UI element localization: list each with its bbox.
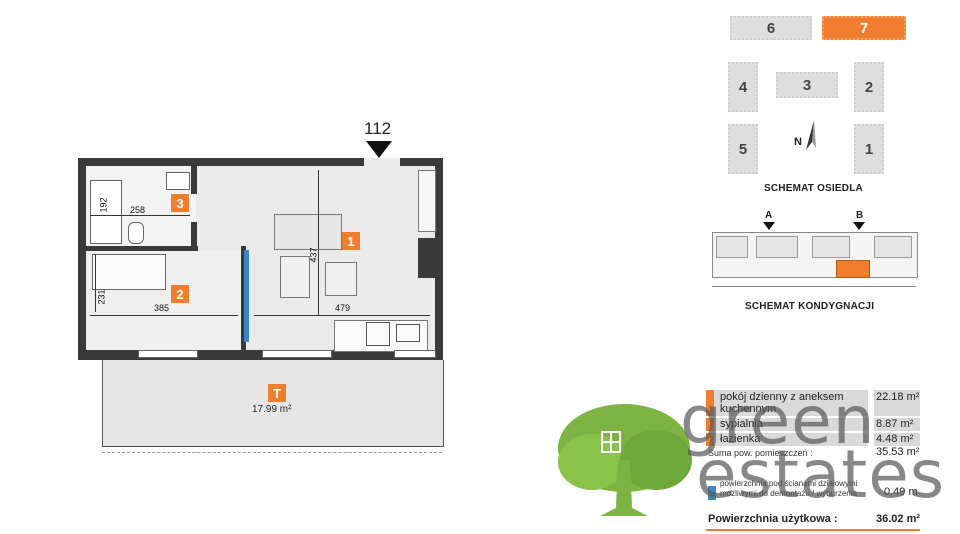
logo-line-estates: estates (696, 436, 946, 513)
entrance-arrow-icon (366, 141, 392, 158)
walls-swatch (708, 486, 716, 500)
estate-schema-caption: SCHEMAT OSIEDLA (764, 183, 863, 194)
building-3: 3 (776, 72, 838, 98)
marker-a-arrow-icon (763, 222, 775, 230)
building-7-highlight: 7 (822, 16, 906, 40)
room-area: 4.48 m² (876, 433, 914, 445)
bed (92, 254, 166, 290)
building-4: 4 (728, 62, 758, 112)
marker-b-arrow-icon (853, 222, 865, 230)
sofa (274, 214, 342, 250)
apartment-highlight (836, 260, 870, 278)
dim-437: 437 (308, 247, 319, 263)
walls-note: powierzchnia pod ścianami działowymi moż… (720, 479, 858, 498)
sum-label: Suma pow. pomieszczeń : (708, 448, 813, 458)
bathtub (90, 180, 122, 244)
table-row: sypialnia 8.87 m² (706, 418, 920, 431)
floor-plan (78, 158, 448, 463)
building-5: 5 (728, 124, 758, 174)
building-1: 1 (854, 124, 884, 174)
toilet (128, 222, 144, 244)
dim-258: 258 (130, 205, 146, 215)
room-badge-2: 2 (171, 285, 189, 303)
terrace-area: 17.99 m² (252, 404, 292, 415)
room-area: 8.87 m² (876, 418, 914, 430)
table-row: pokój dzienny z aneksem kuchennym 22.18 … (706, 390, 920, 416)
sum-value: 35.53 m² (876, 446, 920, 458)
dim-385: 385 (154, 303, 170, 313)
floor-schema-drawing (712, 232, 918, 287)
dim-231: 231 (96, 289, 107, 305)
dim-192: 192 (98, 197, 109, 213)
usable-label: Powierzchnia użytkowa : (708, 513, 838, 525)
entrance-number: 112 (364, 119, 392, 138)
compass-label: N (794, 136, 802, 148)
building-6: 6 (730, 16, 812, 40)
tree-icon (558, 404, 692, 516)
kitchen-counter (334, 320, 428, 352)
table-row: łazienka 4.48 m² (706, 433, 920, 446)
cooktop (366, 322, 390, 346)
compass-icon (790, 118, 820, 154)
room-name: sypialnia (720, 418, 763, 430)
room-area: 22.18 m² (876, 391, 920, 403)
room-name: łazienka (720, 433, 761, 445)
floor-schema-caption: SCHEMAT KONDYGNACJI (745, 301, 875, 312)
terrace-badge: T (268, 384, 286, 402)
room-name: pokój dzienny z aneksem kuchennym (720, 391, 844, 415)
sink (396, 324, 420, 342)
logo-line-green: green (680, 382, 876, 459)
logo: green estates (552, 382, 952, 520)
walls-value: 0.49 m (884, 486, 918, 498)
usable-value: 36.02 m² (876, 513, 921, 525)
room-badge-1: 1 (342, 232, 360, 250)
partition-wall (244, 250, 249, 342)
terrace (102, 360, 444, 447)
armchair (325, 262, 357, 296)
dim-479: 479 (335, 303, 351, 313)
marker-b: B (856, 210, 864, 221)
washbasin (166, 172, 190, 190)
marker-a: A (765, 210, 773, 221)
building-2: 2 (854, 62, 884, 112)
room-badge-3: 3 (171, 194, 189, 212)
table (280, 256, 310, 298)
